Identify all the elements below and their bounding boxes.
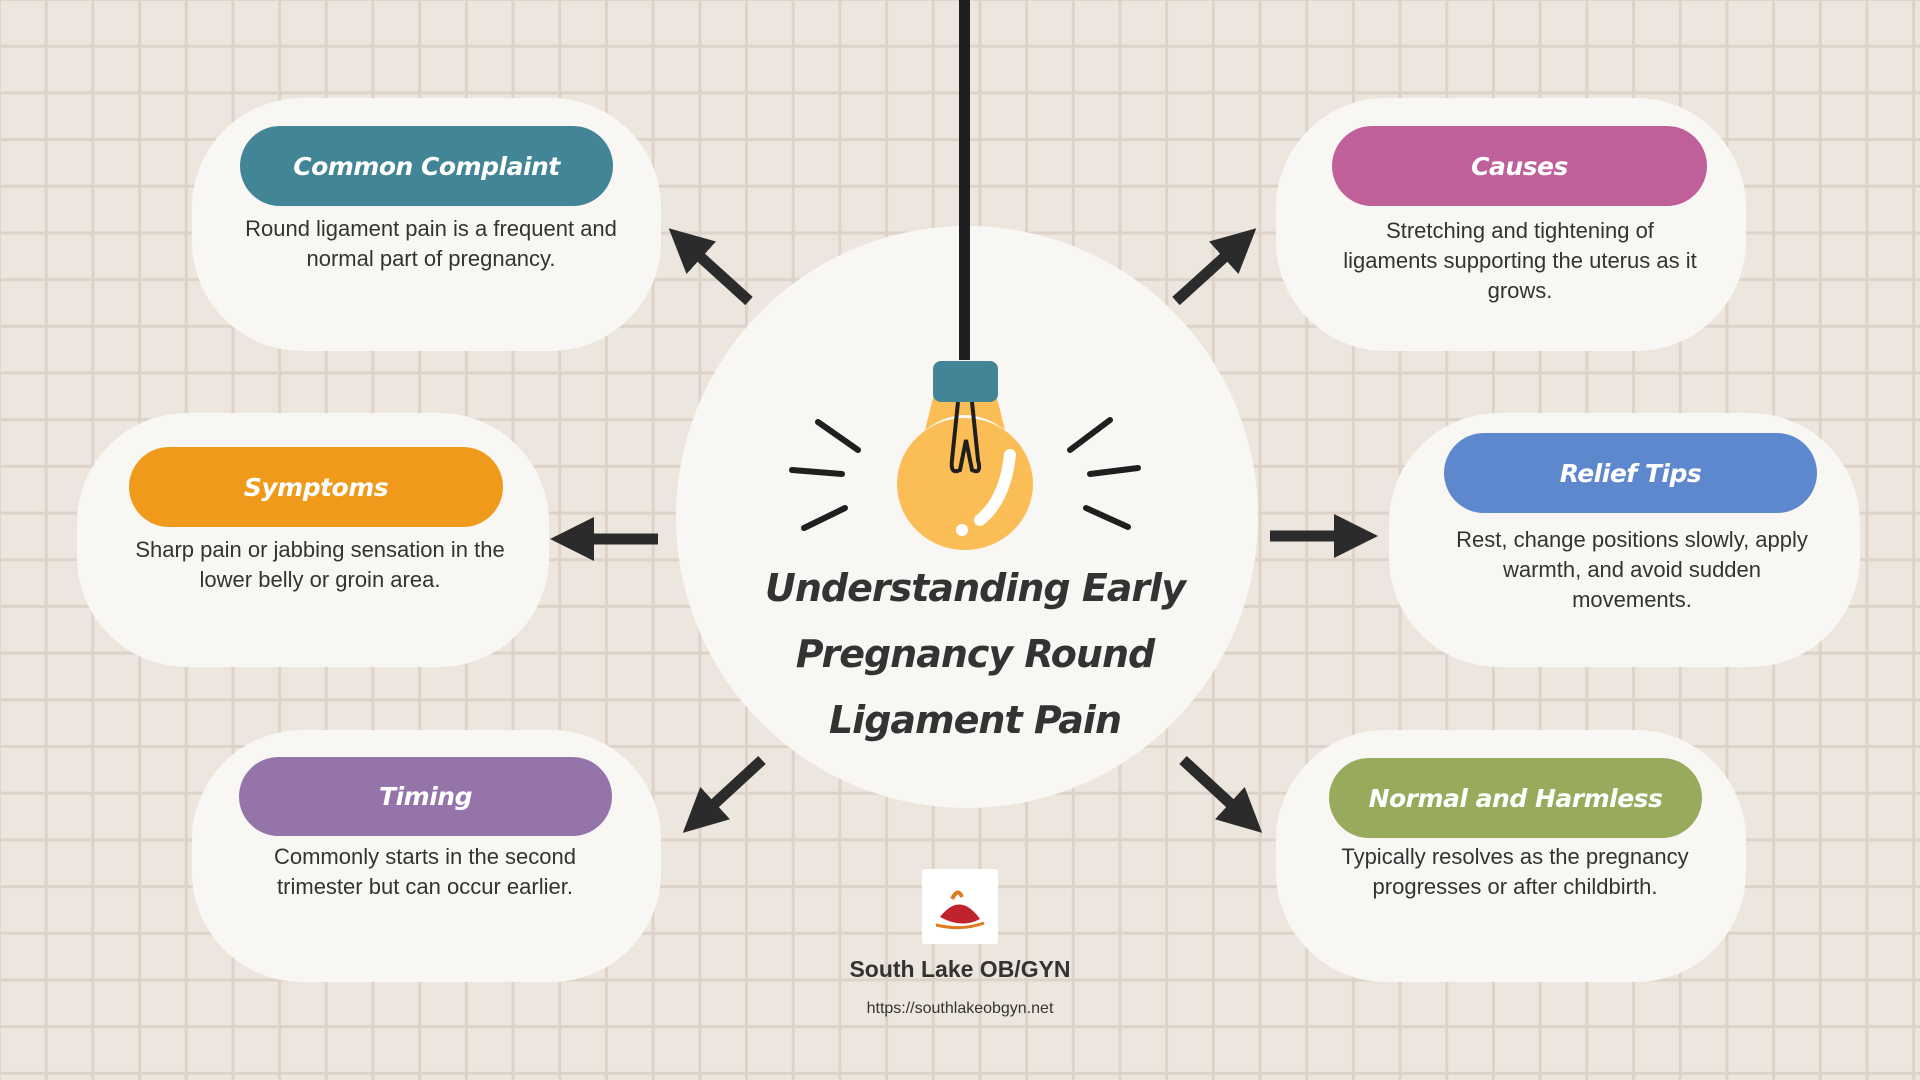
text-common-complaint: Round ligament pain is a frequent and no… [245, 216, 617, 271]
pill-symptoms: Symptoms [129, 447, 503, 527]
pill-causes: Causes [1332, 126, 1707, 206]
text-causes: Stretching and tightening of ligaments s… [1343, 218, 1697, 303]
main-title: Understanding Early Pregnancy Round Liga… [765, 566, 1186, 742]
pill-common-complaint: Common Complaint [240, 126, 613, 206]
text-timing: Commonly starts in the second trimester … [273, 844, 577, 899]
pill-normal-harmless: Normal and Harmless [1329, 758, 1702, 838]
arrow-normal-harmless [1179, 755, 1263, 833]
text-symptoms: Sharp pain or jabbing sensation in the l… [135, 537, 505, 592]
organization-name: South Lake OB/GYN [849, 956, 1071, 982]
text-normal-harmless: Typically resolves as the pregnancy prog… [1341, 844, 1689, 899]
arrow-common-complaint [668, 228, 753, 306]
organization-url[interactable]: https://southlakeobgyn.net [866, 1000, 1054, 1017]
pill-timing: Timing [239, 757, 612, 836]
arrow-timing [682, 755, 766, 833]
lightbulb-icon [789, 0, 1141, 550]
arrow-causes [1172, 228, 1257, 306]
flower-logo-icon [935, 890, 985, 930]
logo [922, 869, 998, 944]
text-relief-tips: Rest, change positions slowly, apply war… [1456, 527, 1808, 612]
pill-relief-tips: Relief Tips [1444, 433, 1817, 513]
